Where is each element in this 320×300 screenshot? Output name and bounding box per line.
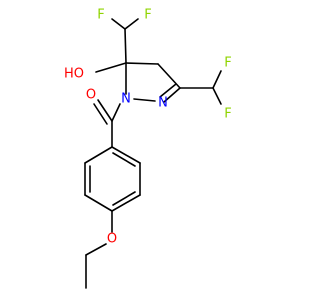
bond-chf2b-f1: [212, 70, 222, 89]
fluorine-label: F: [144, 8, 151, 23]
fluorine-label: F: [224, 56, 231, 71]
fluorine-label: F: [224, 107, 231, 122]
bond-n1-n2: [133, 98, 156, 102]
bonds: [84, 18, 222, 289]
hydroxyl-label: HO: [64, 67, 84, 82]
bond-c4-c3: [157, 63, 181, 89]
bond-c3-n2: [163, 87, 181, 103]
bond-ar6-ar1: [84, 146, 113, 164]
bond-carbonyl-o: [97, 99, 113, 122]
bond-c5-oh: [95, 62, 127, 73]
bond-chf2a-f1: [111, 18, 126, 30]
bond-ar4-ar5: [84, 194, 113, 212]
fluorine-label: F: [97, 8, 104, 23]
bond-ar3-ar4: [111, 194, 141, 212]
atom-labels: F F HO F F N N O O: [64, 8, 232, 247]
bond-ar-inner-1: [112, 152, 136, 167]
bond-ar-inner-2: [112, 191, 136, 206]
ether-oxygen-label: O: [107, 232, 117, 247]
bond-c5-c4: [125, 62, 159, 65]
bond-chf2b-f2: [212, 87, 222, 105]
bond-carbonyl-o-double: [93, 103, 108, 125]
nitrogen-label: N: [158, 96, 168, 111]
carbonyl-oxygen-label: O: [86, 88, 96, 103]
bond-ar1-ar2: [111, 146, 141, 164]
bond-chf2a-f2: [124, 18, 139, 30]
bond-oether-ch2: [85, 243, 107, 256]
bond-c3-n2-double: [159, 83, 177, 98]
molecule-structure: F F HO F F N N O O: [64, 8, 232, 289]
bond-chf2a-c5: [124, 28, 127, 64]
bond-n1-carbonyl: [111, 103, 121, 122]
nitrogen-label: N: [121, 92, 131, 107]
